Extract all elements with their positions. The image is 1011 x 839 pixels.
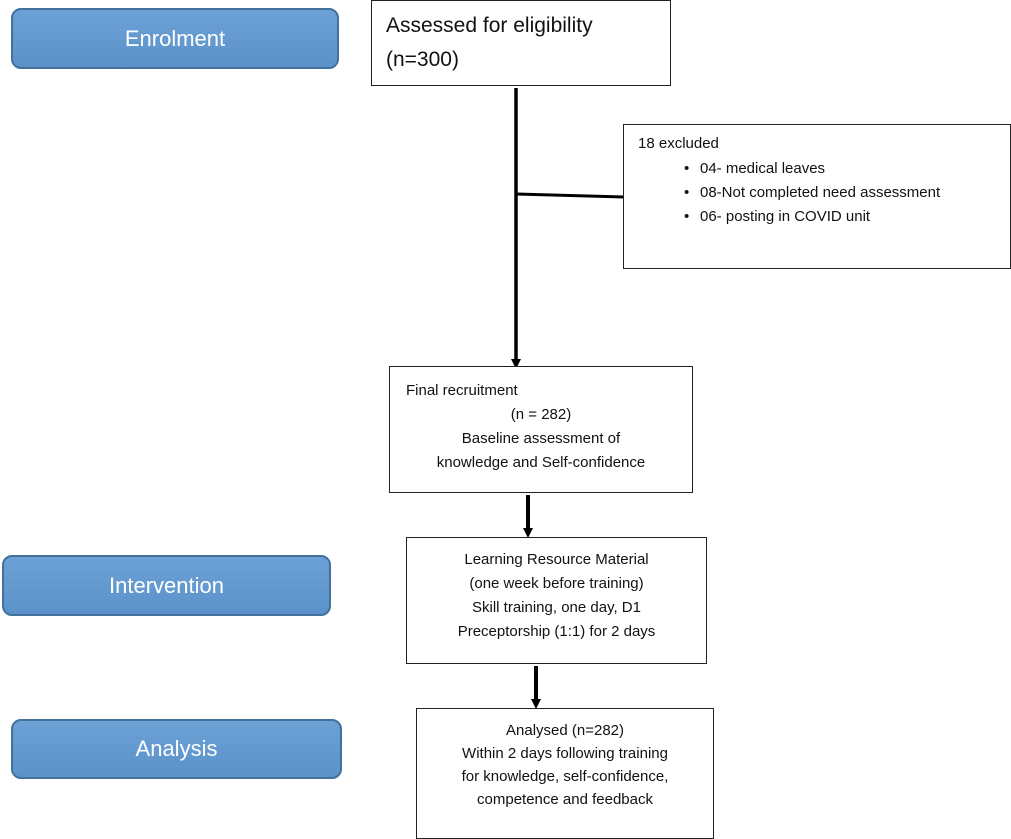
excluded-item-text: 04- medical leaves — [700, 160, 826, 177]
excluded-item: • 06- posting in COVID unit — [638, 205, 996, 229]
recruitment-count: (n = 282) — [510, 406, 572, 423]
intervention-line-1: Learning Resource Material — [464, 551, 649, 568]
bullet-icon: • — [684, 184, 690, 201]
assessed-title: Assessed for eligibility — [386, 14, 593, 37]
branch-to-excluded — [515, 192, 625, 199]
excluded-title: 18 excluded — [638, 135, 719, 152]
analysed-line-2: Within 2 days following training — [462, 745, 668, 762]
excluded-item-text: 08-Not completed need assessment — [700, 184, 941, 201]
excluded-item: • 08-Not completed need assessment — [638, 181, 996, 205]
phase-enrolment-text: Enrolment — [124, 25, 226, 51]
recruitment-baseline: Baseline assessment of — [461, 430, 621, 447]
excluded-item: • 04- medical leaves — [638, 157, 996, 181]
phase-analysis-text: Analysis — [135, 736, 218, 761]
analysed-line-1: Analysed (n=282) — [506, 722, 624, 739]
final-recruitment-box: Final recruitment (n = 282) Baseline ass… — [389, 366, 693, 493]
assessed-eligibility-box: Assessed for eligibility (n=300) — [371, 0, 671, 86]
phase-label-enrolment: Enrolment — [11, 8, 339, 69]
intervention-line-4: Preceptorship (1:1) for 2 days — [457, 623, 656, 640]
excluded-box: 18 excluded • 04- medical leaves • 08-Not … — [623, 124, 1011, 269]
phase-label-analysis: Analysis — [11, 719, 342, 779]
phase-label-intervention: Intervention — [2, 555, 331, 616]
excluded-list: • 04- medical leaves • 08-Not completed ne… — [638, 157, 996, 229]
excluded-item-text: 06- posting in COVID unit — [700, 208, 871, 225]
bullet-icon: • — [684, 208, 690, 225]
recruitment-baseline-detail: knowledge and Self-confidence — [436, 454, 646, 471]
intervention-line-2: (one week before training) — [469, 575, 644, 592]
phase-intervention-text: Intervention — [109, 572, 224, 598]
intervention-box: Learning Resource Material (one week bef… — [406, 537, 707, 664]
intervention-line-3: Skill training, one day, D1 — [472, 599, 641, 616]
bullet-icon: • — [684, 160, 690, 177]
assessed-count: (n=300) — [386, 48, 459, 71]
analysed-box: Analysed (n=282) Within 2 days following… — [416, 708, 714, 839]
analysed-line-3: for knowledge, self-confidence, — [461, 768, 669, 785]
analysed-line-4: competence and feedback — [477, 791, 653, 808]
recruitment-title: Final recruitment — [406, 382, 518, 399]
